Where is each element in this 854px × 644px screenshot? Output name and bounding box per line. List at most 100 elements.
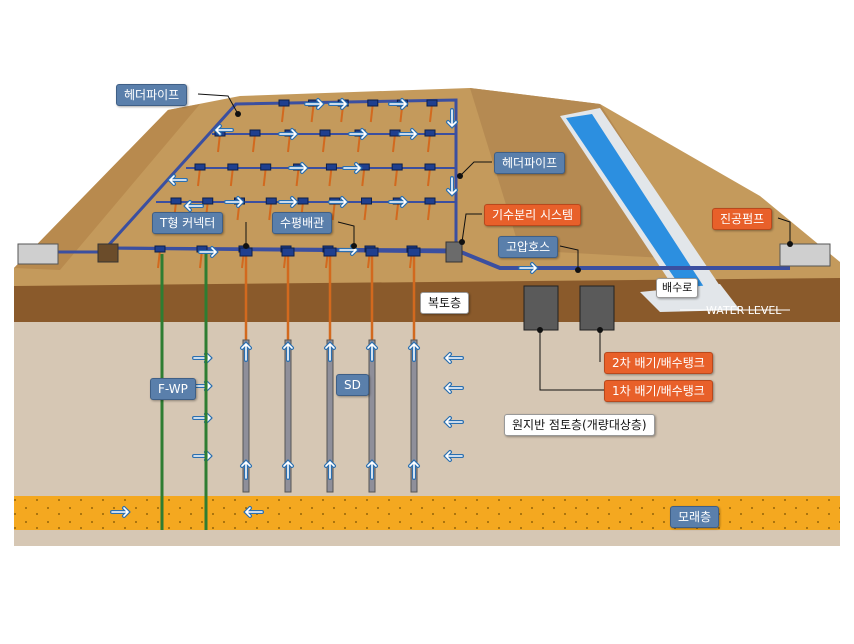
surface-drain-24 [268,201,273,221]
pipe-arrow-right-6 [288,162,309,174]
drain-cap-29 [424,197,436,205]
pipe-arrow-right-7-core [343,163,362,173]
surface-drain-29 [427,201,431,221]
surface-drain-30 [157,249,161,269]
sd-arrow-upper-0 [240,341,252,362]
sd-arrow-lower-4 [408,459,420,480]
pipe-arrow-right-13-core [199,247,218,257]
surface-drain-14 [229,167,234,187]
drain-cap-12 [424,129,436,137]
sd-arrow-lower-0-core [241,460,251,479]
clay-bottom [14,530,840,546]
clay-arrow-left-1-core [444,383,463,393]
header-arrow-down-0-core [447,109,457,128]
surface-drain-6 [217,133,221,153]
pipe-arrow-right-8-core [225,197,244,207]
pipe-arrow-right-7 [342,162,363,174]
clay-arrow-left-0-core [444,353,463,363]
drain-cap-19 [391,163,403,171]
sd-arrow-lower-1-core [283,460,293,479]
sd-arrow-lower-0 [240,459,252,480]
high-pressure-hose [455,248,790,270]
surface-drain-15 [262,167,267,187]
pipe-arrow-right-9-core [279,197,298,207]
embankment-left-slope [14,104,200,270]
header-arrow-down-0 [446,108,458,129]
pipe-arrow-right-1-core [329,99,348,109]
drain-cap-22 [202,197,214,205]
surface-drain-13 [197,167,201,187]
label-cover-layer: 복토층 [420,292,470,314]
label-separator-system: 기수분리 시스템 [484,204,582,226]
drain-cap-27 [361,197,372,205]
label-sand-layer: 모래층 [670,506,720,528]
pipe-arrow-left-0-core [168,175,187,185]
sand-arrow-left [243,506,264,518]
drain-cap-5 [426,99,438,107]
pipe-arrow-right-4 [348,128,369,140]
drain-cap-0 [278,99,290,107]
pipe-arrow-right-13 [198,246,219,258]
surface-drain-caps [154,99,438,269]
surface-drain-20 [427,167,431,187]
surface-drain-0 [281,103,285,123]
surface-drain-17 [328,167,333,187]
sd-cap-0 [239,247,253,257]
embankment-surface [14,88,840,286]
sd-arrow-lower-2 [324,459,336,480]
sd-arrow-lower-1 [282,459,294,480]
sd-arrow-upper-3-core [367,342,377,361]
sand-arrow-right-core [111,507,130,517]
sand-arrow-right [110,506,131,518]
hose-arrow-0 [518,262,539,274]
pipe-arrow-right-11-core [389,197,408,207]
pipe-arrow-right-0 [304,98,325,110]
sd-arrow-lower-3 [366,459,378,480]
sd-arrow-upper-4-core [409,342,419,361]
sd-arrow-upper-4 [408,341,420,362]
pipe-arrow-right-10 [328,196,349,208]
pipe-arrow-right-3 [278,128,299,140]
pipe-arrow-right-8 [224,196,245,208]
pipe-arrow-right-6-core [289,163,308,173]
surface-drain-5 [429,103,433,123]
label-header-pipe-right: 헤더파이프 [494,152,566,174]
clay-arrow-left-3-core [444,451,463,461]
clay-arrow-left-2 [443,416,464,428]
vertical-drains [239,247,421,493]
surface-drain-12 [427,133,431,153]
pipe-arrow-left-2 [183,200,204,212]
pipe-arrow-right-10-core [329,197,348,207]
drain-cap-13 [194,163,206,171]
surface-drain-26 [331,201,336,221]
vacuum-pump-box [779,243,831,267]
label-sd: SD [336,374,369,396]
surface-drain-8 [287,133,291,153]
pipe-arrow-right-2-core [389,99,408,109]
pipe-arrow-left-0 [167,174,188,186]
pipe-arrow-left-1 [213,124,234,136]
drain-cap-25 [297,197,309,205]
sd-arrow-upper-1 [282,341,294,362]
drain-cap-20 [424,163,436,171]
pipe-arrow-right-1 [328,98,349,110]
sd-arrow-upper-1-core [283,342,293,361]
label-soft-clay: 원지반 점토층(개량대상층) [504,414,655,436]
sd-cap-1 [281,247,295,257]
sd-cap-4 [407,247,421,257]
pipe-arrow-right-3-core [279,129,298,139]
sand-arrow-left-core [244,507,263,517]
clay-arrow-left-2-core [444,417,463,427]
sd-cap-3 [365,247,379,257]
pipe-arrow-left-2-core [184,201,203,211]
drain-cap-21 [170,197,182,205]
sd-arrow-upper-3 [366,341,378,362]
sd-drain-1 [284,339,292,493]
drain-cap-7 [249,129,261,137]
drain-cap-24 [265,197,277,205]
drain-cap-15 [260,163,272,171]
pipe-arrow-right-0-core [305,99,324,109]
sd-arrow-upper-2-core [325,342,335,361]
pipe-arrow-right-5-core [399,129,418,139]
surface-drain-19 [394,167,399,187]
